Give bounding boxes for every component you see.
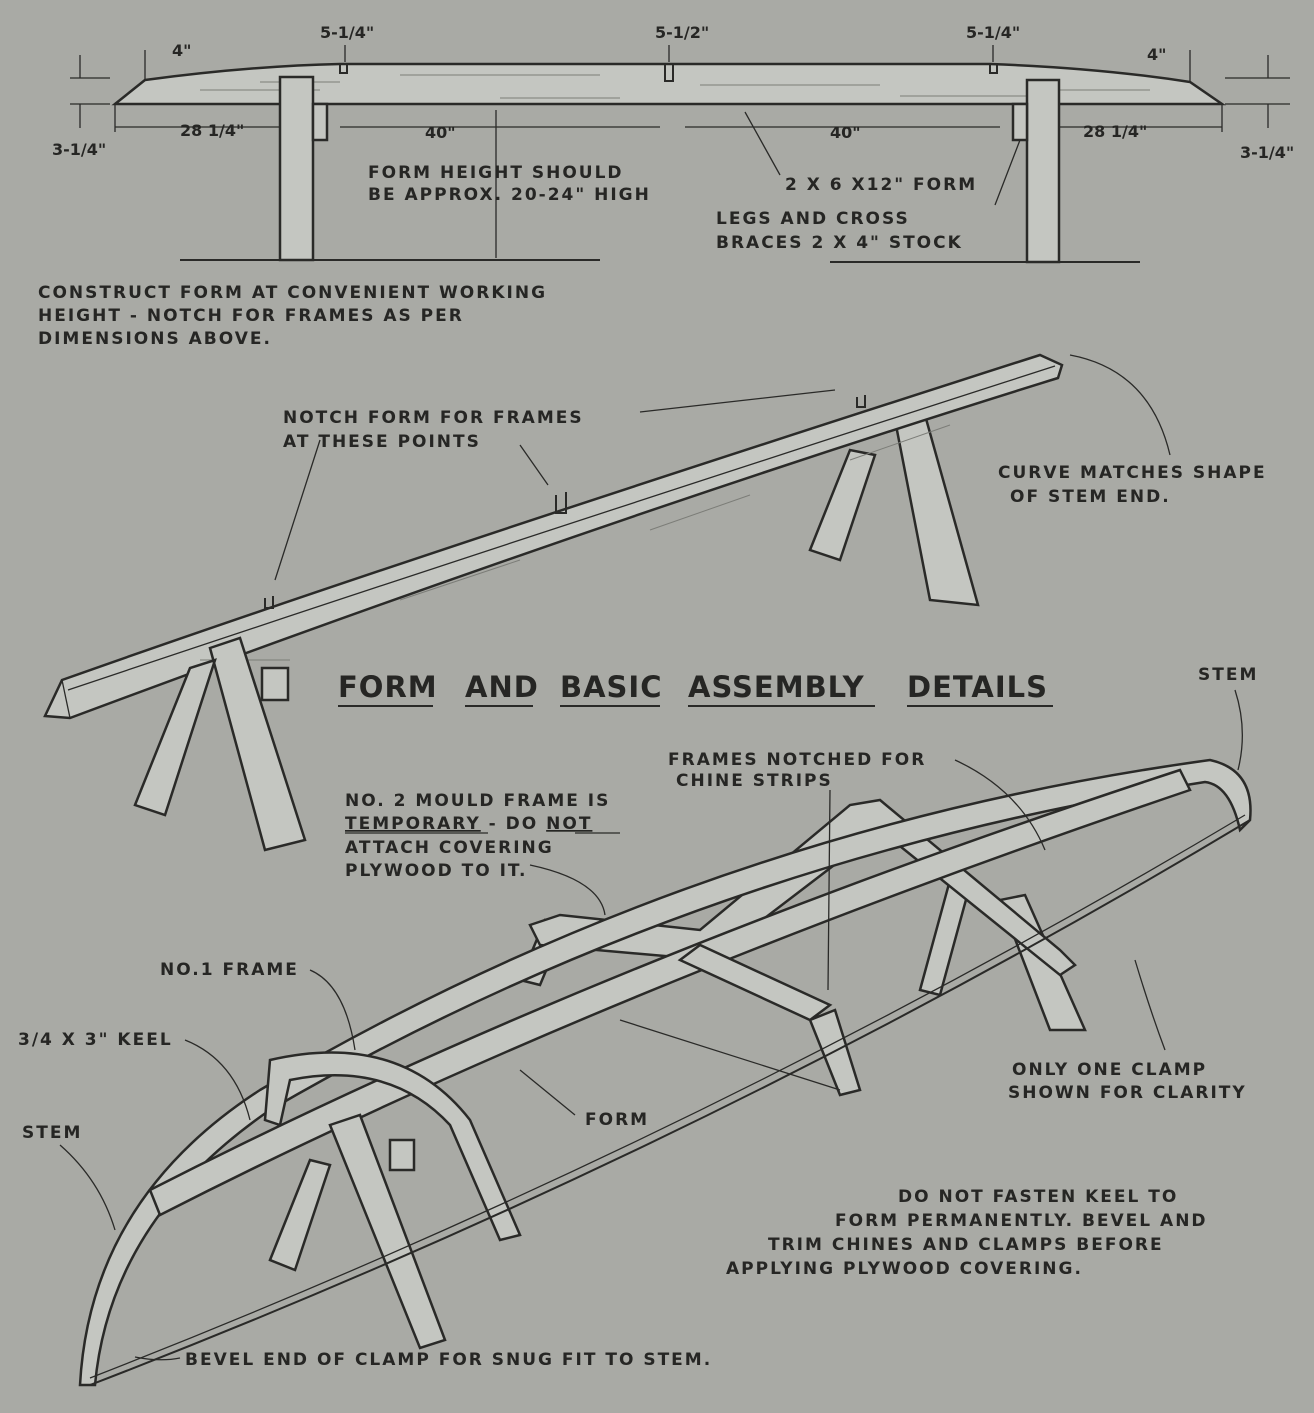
- notch-note: NOTCH FORM FOR FRAMES: [283, 408, 584, 428]
- mould-frame-text: - DO: [481, 814, 546, 834]
- dim-taper-right: 4": [1147, 45, 1166, 64]
- title-word: AND: [465, 670, 539, 704]
- clamp: [89, 819, 1251, 1386]
- frame-no2: [528, 798, 1077, 977]
- mould-frame-note: NO. 2 MOULD FRAME IS: [345, 791, 610, 811]
- stem-label-right: STEM: [1198, 665, 1258, 685]
- frame-no3: [677, 943, 862, 1097]
- form-height-note: BE APPROX. 20-24" HIGH: [368, 185, 651, 205]
- temporary-emphasis: TEMPORARY: [345, 814, 481, 834]
- dim-taper-left: 4": [172, 41, 191, 60]
- dim-span-left-end: 28 1/4": [180, 121, 244, 140]
- dim-notch-right: 5-1/4": [966, 23, 1020, 42]
- dim-end-height-right: 3-1/4": [1240, 143, 1294, 162]
- hull-assembly: [59, 689, 1252, 1387]
- brace-block: [260, 666, 290, 702]
- notch-left: [339, 63, 348, 74]
- brace-left: [311, 102, 329, 142]
- page-title: FORM AND BASIC ASSEMBLY DETAILS: [338, 670, 1053, 707]
- title-word: ASSEMBLY: [688, 670, 865, 704]
- dim-span-left-mid: 40": [425, 123, 456, 142]
- construct-note: HEIGHT - NOTCH FOR FRAMES AS PER: [38, 306, 464, 326]
- keel-note: FORM PERMANENTLY. BEVEL AND: [835, 1211, 1208, 1231]
- curve-note: CURVE MATCHES SHAPE: [998, 463, 1267, 483]
- no1-frame-label: NO.1 FRAME: [160, 960, 299, 980]
- mould-frame-note: PLYWOOD TO IT.: [345, 861, 527, 881]
- mould-frame-note: TEMPORARY - DO NOT: [345, 814, 592, 834]
- leg-right: [1025, 78, 1061, 264]
- dim-notch-left: 5-1/4": [320, 23, 374, 42]
- keel-note: DO NOT FASTEN KEEL TO: [898, 1187, 1178, 1207]
- leg-left: [278, 75, 315, 262]
- front-sawhorse: [268, 1113, 447, 1350]
- notch-center: [664, 63, 674, 82]
- keel-note: TRIM CHINES AND CLAMPS BEFORE: [768, 1235, 1164, 1255]
- sawhorse-left: [133, 636, 307, 852]
- clamp-note: SHOWN FOR CLARITY: [1008, 1083, 1247, 1103]
- notch-note: AT THESE POINTS: [283, 432, 481, 452]
- dim-notch-center: 5-1/2": [655, 23, 709, 42]
- form-label-assembly: FORM: [585, 1110, 649, 1130]
- curve-note: OF STEM END.: [1010, 487, 1171, 507]
- dim-span-right-end: 28 1/4": [1083, 122, 1147, 141]
- title-word: BASIC: [560, 670, 663, 704]
- frames-notched-note: FRAMES NOTCHED FOR: [668, 750, 926, 770]
- form-perspective: [43, 353, 1171, 852]
- dim-span-right-mid: 40": [830, 123, 861, 142]
- front-brace-block: [388, 1138, 416, 1172]
- notch-right: [989, 63, 998, 74]
- legs-note: BRACES 2 X 4" STOCK: [716, 233, 963, 253]
- not-emphasis: NOT: [546, 814, 592, 834]
- form-label: 2 X 6 X12" FORM: [785, 175, 977, 195]
- title-word: DETAILS: [907, 670, 1048, 704]
- construct-note: DIMENSIONS ABOVE.: [38, 329, 272, 349]
- stem-label-left: STEM: [22, 1123, 82, 1143]
- title-word: FORM: [338, 670, 438, 704]
- form-height-note: FORM HEIGHT SHOULD: [368, 163, 624, 183]
- construct-note: CONSTRUCT FORM AT CONVENIENT WORKING: [38, 283, 547, 303]
- legs-note: LEGS AND CROSS: [716, 209, 910, 229]
- brace-right: [1011, 102, 1029, 142]
- keel-note: APPLYING PLYWOOD COVERING.: [726, 1259, 1083, 1279]
- mould-frame-note: ATTACH COVERING: [345, 838, 554, 858]
- clamp-note: ONLY ONE CLAMP: [1012, 1060, 1207, 1080]
- form-in-hull: [148, 768, 1192, 1217]
- bevel-note: BEVEL END OF CLAMP FOR SNUG FIT TO STEM.: [185, 1350, 712, 1370]
- form-elevation: [70, 45, 1290, 264]
- dim-end-height-left: 3-1/4": [52, 140, 106, 159]
- frames-notched-note: CHINE STRIPS: [676, 771, 833, 791]
- frame-no1: [263, 1051, 522, 1242]
- keel-label: 3/4 X 3" KEEL: [18, 1030, 173, 1050]
